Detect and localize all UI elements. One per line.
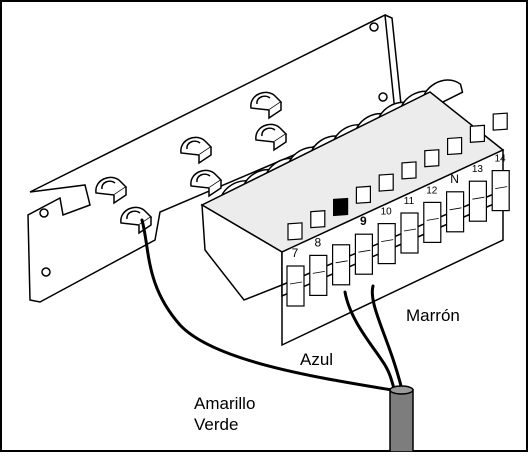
terminal-label: 10 — [381, 207, 393, 218]
terminal-slot — [400, 212, 419, 254]
keyhole-hook — [95, 176, 128, 205]
blue-wire-label: Azul — [300, 350, 334, 369]
terminal-slot — [286, 265, 305, 307]
cable — [389, 385, 414, 453]
terminal-8: 8 — [309, 210, 328, 296]
keyhole-hook — [255, 123, 288, 152]
blue-wire — [343, 290, 397, 394]
terminal-13: 13 — [468, 124, 487, 222]
cable-end — [389, 385, 414, 395]
brown-wire — [370, 284, 404, 392]
terminal-slot — [377, 223, 396, 265]
ground-wire-label-line2: Verde — [194, 415, 239, 434]
terminal-slot — [423, 201, 442, 243]
terminal-label: 14 — [495, 154, 507, 165]
mounting-hole — [369, 22, 379, 32]
mounting-hole — [378, 92, 388, 102]
keyhole-hook — [190, 169, 223, 198]
terminal-label: 13 — [472, 164, 484, 175]
terminal-12: 12 — [423, 149, 442, 243]
ground-wire — [140, 218, 394, 392]
terminal-slot — [446, 191, 465, 233]
terminal-label: N — [450, 172, 459, 186]
cable-sheath — [389, 389, 414, 453]
terminal-7: 7 — [286, 222, 305, 307]
mounting-hole — [39, 208, 49, 218]
terminal-10: 10 — [377, 173, 396, 265]
terminal-slot — [332, 244, 351, 286]
terminal-slot — [309, 254, 328, 296]
mounting-hole — [41, 267, 51, 277]
keyhole-hook — [250, 91, 283, 120]
terminal-label: 12 — [426, 185, 438, 196]
terminal-label: 9 — [360, 214, 367, 228]
terminal-14: 14 — [491, 112, 510, 212]
terminal-label: 7 — [292, 246, 299, 260]
terminal-N: N — [446, 136, 465, 233]
terminal-slot — [354, 233, 373, 275]
ground-wire-label-line1: Amarillo — [194, 394, 256, 413]
keyhole-hook — [180, 136, 213, 165]
wires — [140, 218, 404, 394]
plate-hooks — [95, 91, 288, 235]
terminal-slot — [491, 170, 510, 212]
terminal-label: 8 — [314, 235, 321, 249]
terminal-label: N — [336, 225, 345, 239]
terminal-N: N — [332, 197, 351, 286]
brown-wire-label: Marrón — [406, 306, 460, 325]
terminal-label: 11 — [404, 196, 415, 207]
terminal-11: 11 — [400, 161, 419, 254]
terminal-9: 9 — [354, 185, 373, 275]
terminal-slot — [468, 180, 487, 222]
